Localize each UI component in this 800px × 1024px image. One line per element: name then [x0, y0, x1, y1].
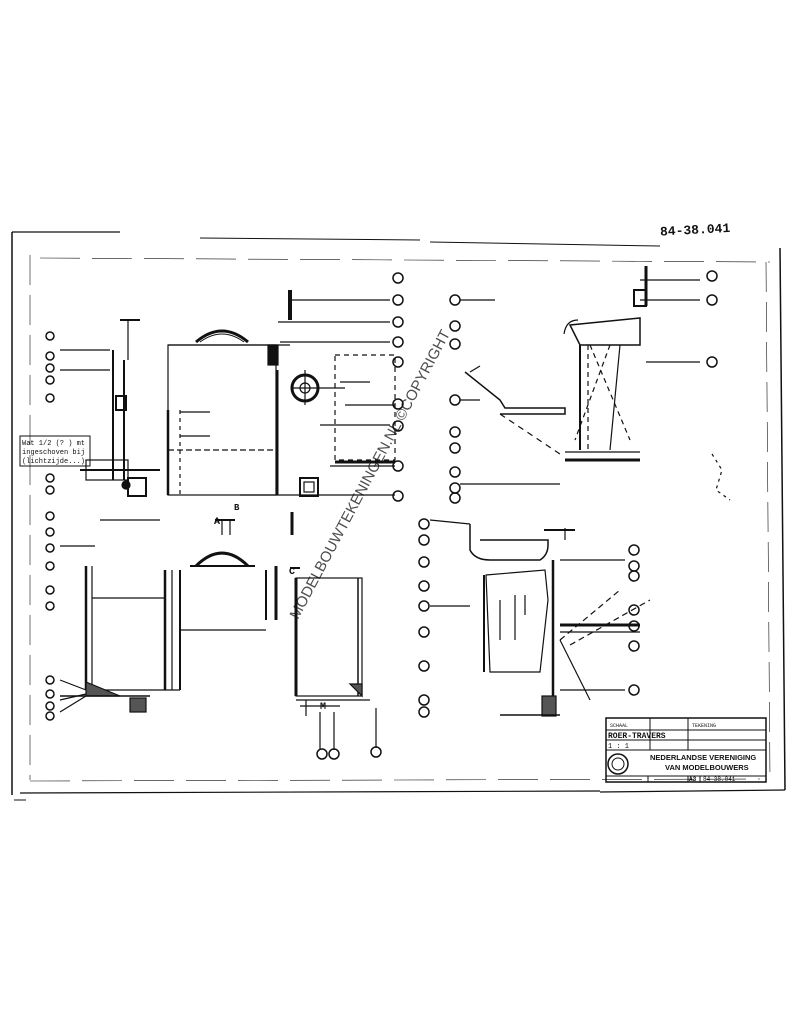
- section-label-mid-right: C: [289, 567, 295, 578]
- title-block-org-line-1: NEDERLANDSE VERENIGING: [650, 753, 756, 762]
- section-label-top-left: A: [214, 517, 220, 528]
- balloon-markers-right: [628, 270, 718, 696]
- title-block-field-drawing: TEKENING: [692, 723, 716, 729]
- balloon-markers-left: [45, 331, 55, 721]
- title-block-scale: 1 : 1: [608, 743, 629, 751]
- left-note: Wat 1/2 (? ) mt ingeschoven bij (lichtzi…: [19, 435, 91, 467]
- sheet-border: [11, 231, 786, 801]
- bottom-left-view: [59, 519, 278, 713]
- section-label-mid-left: B: [234, 503, 240, 513]
- title-block-org-line-2: VAN MODELBOUWERS: [665, 763, 749, 772]
- left-note-line-1: Wat 1/2 (? ) mt: [22, 440, 85, 448]
- drawing-number: 84-38.041: [660, 221, 731, 240]
- title-block-number: 84-38.041: [703, 776, 736, 783]
- title-block-field-scale: SCHAAL: [610, 723, 628, 729]
- bottom-right-view: [429, 519, 651, 717]
- left-note-line-2: ingeschoven bij: [22, 449, 85, 457]
- top-left-view: [60, 290, 396, 497]
- title-block: [605, 717, 767, 783]
- section-label-bottom: M: [320, 702, 326, 713]
- top-right-view: [460, 266, 731, 501]
- bottom-center-view: [290, 512, 377, 750]
- nvm-seal-icon: [607, 753, 629, 775]
- left-note-line-3: (lichtzijde...): [22, 458, 85, 466]
- balloon-markers-center: [316, 272, 461, 760]
- title-block-drawing-title: ROER-TRAVERS: [608, 732, 666, 741]
- title-block-sheet-size: A3: [689, 776, 697, 783]
